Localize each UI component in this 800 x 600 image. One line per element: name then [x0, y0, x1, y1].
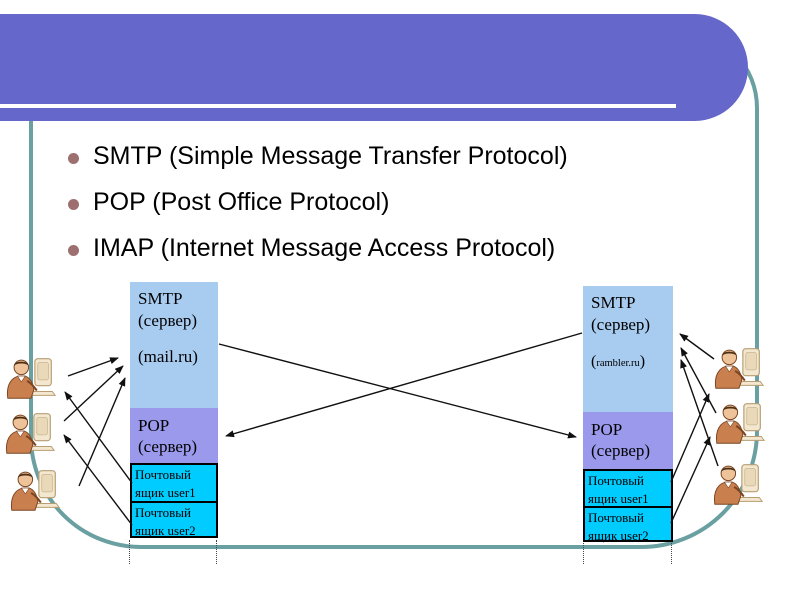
placeholder-dotted-mark — [583, 543, 584, 564]
user-computer-clipart — [709, 461, 767, 506]
smtp-domain: (rambler.ru) — [591, 350, 671, 373]
smtp-title: SMTP — [591, 293, 636, 312]
bullet-text-imap: IMAP (Internet Message Access Protocol) — [93, 234, 556, 262]
smtp-server-box-left: SMTP (сервер) (mail.ru) — [130, 282, 218, 408]
pop-server-box-left: POP (сервер) — [130, 408, 218, 463]
mailbox-user1-right: Почтовый ящик user1 — [583, 469, 673, 508]
smtp-domain: (mail.ru) — [138, 347, 198, 367]
pop-title: POP — [591, 420, 623, 439]
bullet-text-smtp: SMTP (Simple Message Transfer Protocol) — [93, 142, 568, 170]
smtp-server-box-right: SMTP (сервер) (rambler.ru) — [583, 286, 673, 412]
placeholder-dotted-mark — [216, 540, 217, 564]
pop-subtitle: (сервер) — [591, 441, 651, 461]
user-computer-clipart — [1, 410, 59, 455]
mailbox-user1-left: Почтовый ящик user1 — [130, 463, 218, 503]
bullet-marker-icon — [68, 153, 79, 164]
title-banner — [0, 14, 748, 121]
smtp-title: SMTP — [138, 289, 183, 308]
mail-server-left: SMTP (сервер) (mail.ru) POP (сервер) Поч… — [130, 282, 218, 538]
user-computer-clipart — [6, 467, 64, 512]
domain-text: rambler.ru — [596, 358, 640, 370]
domain-paren-open: ( — [591, 353, 597, 371]
domain-paren-close: ) — [639, 353, 646, 371]
bullet-marker-icon — [68, 245, 79, 256]
pop-server-box-right: POP (сервер) — [583, 412, 673, 469]
bullet-marker-icon — [68, 199, 79, 210]
placeholder-dotted-mark — [671, 543, 672, 564]
mailbox-user2-right: Почтовый ящик user2 — [583, 506, 673, 543]
smtp-subtitle: (сервер) — [138, 311, 198, 331]
bullet-list: SMTP (Simple Message Transfer Protocol) … — [68, 142, 728, 280]
bullet-text-pop: POP (Post Office Protocol) — [93, 188, 390, 216]
banner-underline — [0, 104, 676, 108]
mail-server-right: SMTP (сервер) (rambler.ru) POP (сервер) … — [583, 286, 673, 543]
user-computer-clipart — [710, 345, 768, 390]
smtp-subtitle: (сервер) — [591, 315, 651, 335]
placeholder-dotted-mark — [129, 540, 130, 564]
bullet-item-smtp: SMTP (Simple Message Transfer Protocol) — [68, 142, 728, 188]
pop-title: POP — [138, 416, 170, 435]
mailbox-user2-left: Почтовый ящик user2 — [130, 501, 218, 538]
bullet-item-imap: IMAP (Internet Message Access Protocol) — [68, 234, 728, 280]
user-computer-clipart — [2, 355, 60, 400]
user-computer-clipart — [711, 400, 769, 445]
bullet-item-pop: POP (Post Office Protocol) — [68, 188, 728, 234]
pop-subtitle: (сервер) — [138, 437, 198, 457]
